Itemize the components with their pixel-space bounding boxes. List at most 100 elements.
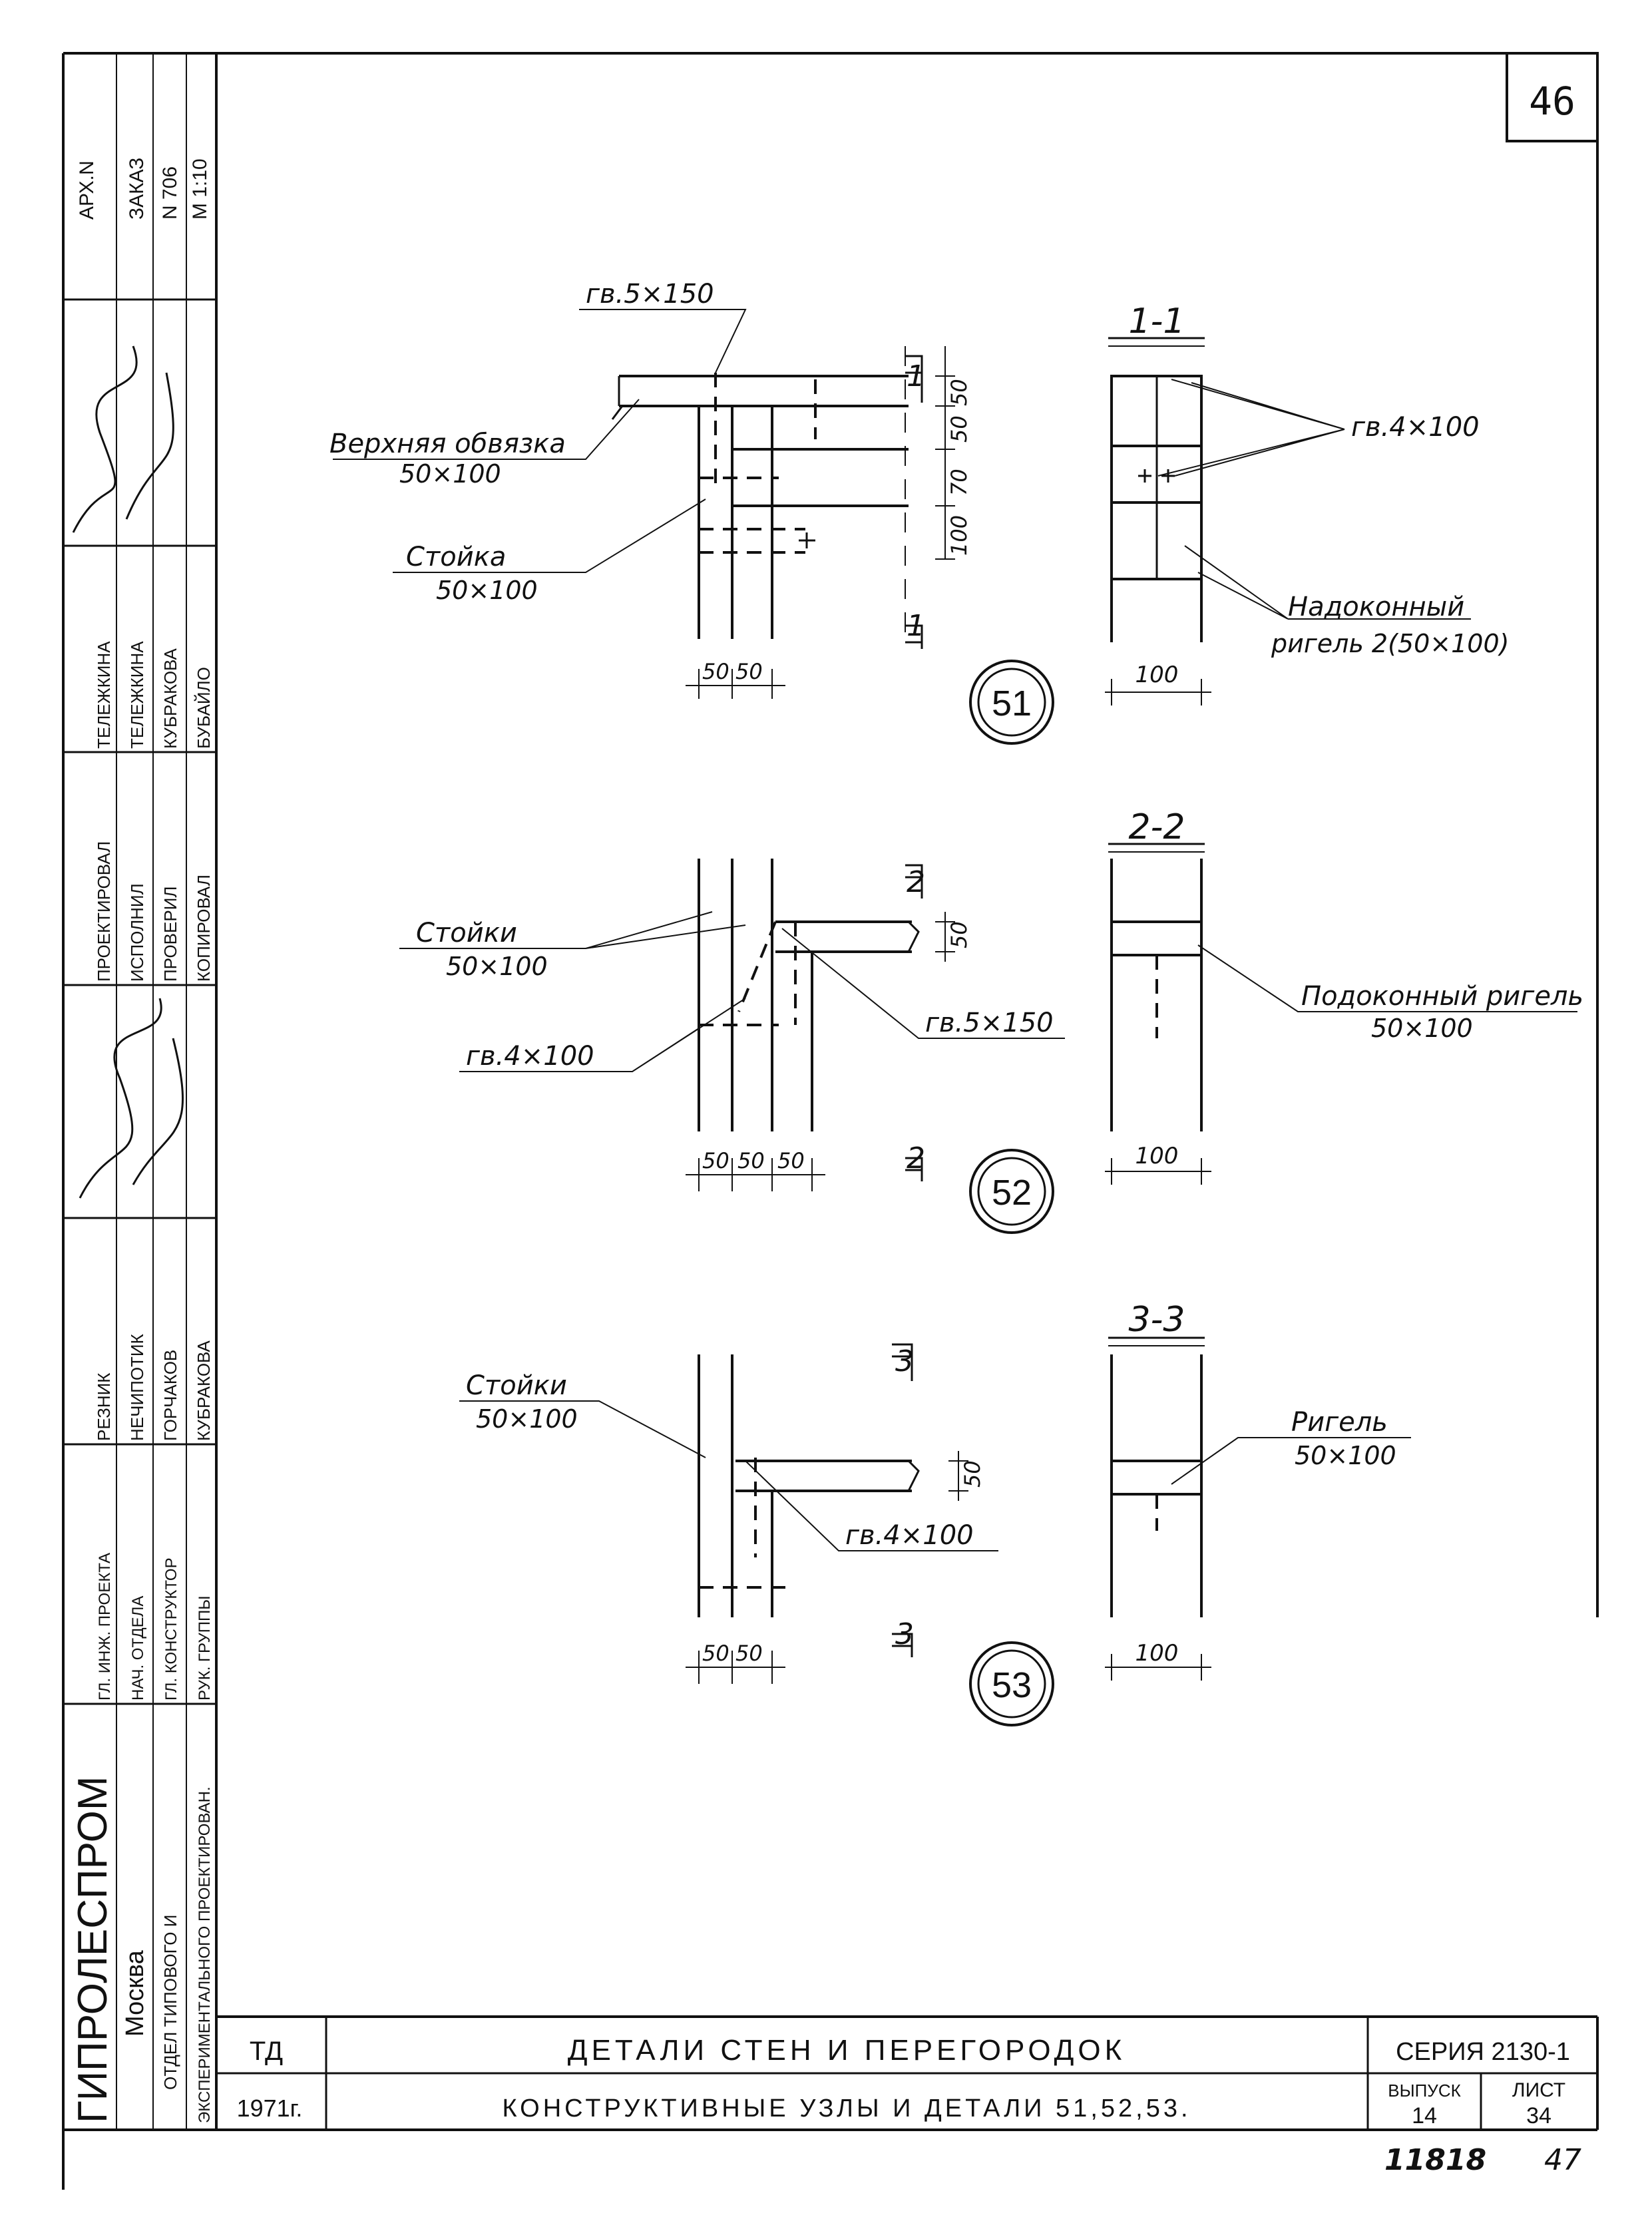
signature [72,345,174,533]
stamp-task-name-2: КУБРАКОВА [160,648,180,749]
stamp-dept-1: ОТДЕЛ ТИПОВОГО И [160,1915,180,2090]
stamp-task-2: ПРОВЕРИЛ [160,887,180,982]
node-53-cut-bottom: 3 [895,1617,914,1651]
node-51-circle-inner [977,668,1046,737]
node-53-bdim-0: 50 [702,1641,729,1666]
title-issue-value: 14 [1412,2103,1437,2128]
node-53-posts: Стойки [466,1370,567,1401]
node-53-leader-posts [459,1400,706,1458]
node-51-cut-top: 1 [907,359,925,393]
node-52-nail-big: гв.5×150 [925,1008,1054,1038]
node-52-section-title: 2-2 [1129,807,1185,847]
node-53-section-width: 100 [1136,1640,1179,1667]
node-53-circle-inner [977,1649,1046,1718]
node-53-section-title: 3-3 [1129,1300,1185,1340]
node-51-vdim-1: 50 [946,415,972,443]
node-53-rail-size: 50×100 [1295,1441,1396,1470]
inventory-number: 11818 [1384,2143,1486,2177]
node-51-vdim-3: 100 [946,515,972,556]
title-year: 1971г. [237,2095,303,2122]
node-53-cut-top: 3 [895,1344,914,1378]
node-51-section-title: 1-1 [1129,302,1185,341]
stamp-task-name-1: ТЕЛЕЖКИНА [127,641,147,749]
node-51-section-nail: гв.4×100 [1351,412,1480,443]
node-52-nail-small: гв.4×100 [466,1041,594,1072]
node-52-posts: Стойки [416,918,517,948]
node-51-bdim-1: 50 [735,659,763,684]
node-51-bottom-dims [686,669,785,699]
stamp-role-3: РУК. ГРУППЫ [196,1595,214,1701]
node-52-posts-size: 50×100 [446,952,548,981]
stamp-dept-2: ЭКСПЕРИМЕНТАЛЬНОГО ПРОЕКТИРОВАН. [196,1786,214,2123]
node-52-circle [969,1149,1054,1234]
node-52-vdim: 50 [946,921,972,948]
title-main: ДЕТАЛИ СТЕН И ПЕРЕГОРОДОК [568,2034,1126,2067]
node-53-circle [969,1641,1054,1726]
node-51-bdim-0: 50 [702,659,729,684]
stamp-role-name-0: РЕЗНИК [94,1373,114,1441]
node-52-section-width: 100 [1136,1143,1179,1169]
node-53-section [1105,1336,1411,1681]
node-52-leader-nail-small [459,998,746,1072]
node-52-cut-bottom: 2 [907,1141,925,1175]
node-52-elevation [686,859,955,1191]
title-block: ТД 1971г. ДЕТАЛИ СТЕН И ПЕРЕГОРОДОК КОНС… [216,2015,1597,2130]
stamp-scale: M 1:10 [189,158,211,220]
node-51-leader-nail [579,309,747,373]
node-53-posts-size: 50×100 [476,1404,578,1434]
node-53-number: 53 [992,1665,1032,1705]
node-52-circle-inner [977,1157,1046,1226]
node-51-elevation [611,346,923,649]
stamp-task-0: ПРОЕКТИРОВАЛ [94,841,114,982]
stamp-role-name-1: НЕЧИПОТИК [127,1334,147,1441]
stamp-role-name-2: ГОРЧАКОВ [160,1350,180,1441]
node-51-vertical-dims [935,346,955,560]
node-52-number: 52 [992,1173,1032,1213]
stamp-order: ЗАКАЗ [126,158,148,220]
node-52-leader-nail-big [781,928,1065,1039]
node-53-rail-label: Ригель [1291,1407,1388,1438]
node-51-leader-plate [333,399,640,460]
node-51-header-label: Надоконный [1288,592,1464,622]
title-code: ТД [250,2037,283,2066]
node-51-leader-post [393,499,706,573]
stamp-role-2: ГЛ. КОНСТРУКТОР [162,1557,180,1701]
node-52-section [1105,843,1577,1185]
node-52-bdim-0: 50 [702,1148,729,1173]
node-53-nail: гв.4×100 [845,1520,974,1551]
node-51-upper-plate-size: 50×100 [399,459,501,489]
node-53-elevation [686,1343,968,1684]
side-stamp: АРХ.N ЗАКАЗ N 706 M 1:10 ПРОЕКТИРОВАЛ ИС… [63,53,216,2130]
title-sheet-label: ЛИСТ [1512,2079,1565,2101]
stamp-task-name-3: БУБАЙЛО [194,667,214,749]
node-53-vdim: 50 [960,1460,985,1488]
node-51-header-size: ригель 2(50×100) [1271,629,1509,658]
title-sheet-value: 34 [1526,2103,1551,2128]
signature [79,998,184,1199]
sheet-frame [62,52,1599,2190]
node-51-post: Стойка [406,542,506,572]
stamp-task-3: КОПИРОВАЛ [194,875,214,982]
node-51-vdim-2: 70 [946,469,972,496]
node-51-post-size: 50×100 [436,576,538,605]
node-51-nail-top: гв.5×150 [586,279,714,309]
node-51-section-width: 100 [1136,662,1179,688]
node-52-bdim-2: 50 [777,1148,805,1173]
node-52-bdim-1: 50 [737,1148,765,1173]
stamp-role-0: ГЛ. ИНЖ. ПРОЕКТА [96,1553,114,1701]
node-53-bdim-1: 50 [735,1641,763,1666]
sheet-number: 46 [1529,79,1575,124]
node-51-cut-bottom: 1 [907,609,925,643]
node-52-sill-label: Подоконный ригель [1301,981,1583,1012]
node-51-vdim-0: 50 [946,379,972,406]
title-subtitle: КОНСТРУКТИВНЫЕ УЗЛЫ И ДЕТАЛИ 51,52,53. [502,2095,1191,2122]
title-issue-label: ВЫПУСК [1388,2081,1460,2101]
sheet-number-box: 46 [1506,52,1599,142]
node-52-sill-size: 50×100 [1371,1014,1473,1043]
node-52-cut-top: 2 [907,865,925,899]
node-51-number: 51 [992,684,1032,723]
stamp-role-1: НАЧ. ОТДЕЛА [129,1596,147,1701]
node-51-upper-plate: Верхняя обвязка [329,429,566,459]
stamp-city: Москва [121,1949,149,2037]
